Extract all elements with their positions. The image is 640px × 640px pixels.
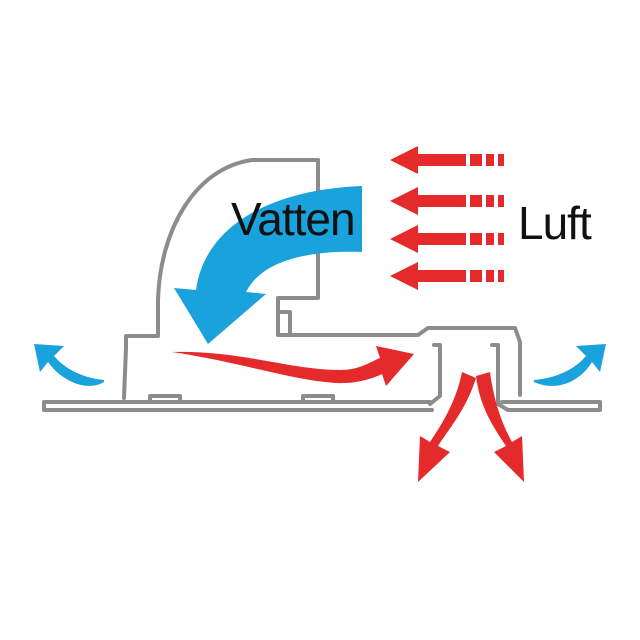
- air-internal-flow-arrow: [172, 346, 414, 386]
- inner-step-outline: [276, 310, 292, 337]
- curved-arrow-water-icon: [34, 186, 606, 386]
- housing-outline: [42, 158, 602, 412]
- base-clip-left: [148, 394, 182, 404]
- hood-curve-outline: [122, 158, 320, 400]
- air-inlet-arrow-3: [390, 225, 504, 253]
- hood-outline: [276, 158, 522, 397]
- right-nozzle-outline: [490, 343, 510, 412]
- base-plate-outline: [42, 400, 602, 412]
- left-nozzle-outline: [428, 343, 442, 406]
- base-clip-right: [301, 394, 335, 404]
- air-inlet-arrow-4: [390, 262, 504, 290]
- water-label: Vatten: [231, 193, 356, 245]
- air-label: Luft: [518, 197, 592, 249]
- water-left-arrow: [34, 344, 104, 386]
- dashed-arrow-air-icon: [172, 146, 524, 482]
- air-inlet-arrow-1: [390, 146, 504, 174]
- air-outlet-left-arrow: [418, 372, 476, 482]
- air-outlet-right-arrow: [476, 372, 524, 482]
- water-main-arrow: [174, 186, 362, 344]
- air-inlet-arrow-2: [390, 187, 504, 215]
- water-right-arrow: [534, 344, 606, 386]
